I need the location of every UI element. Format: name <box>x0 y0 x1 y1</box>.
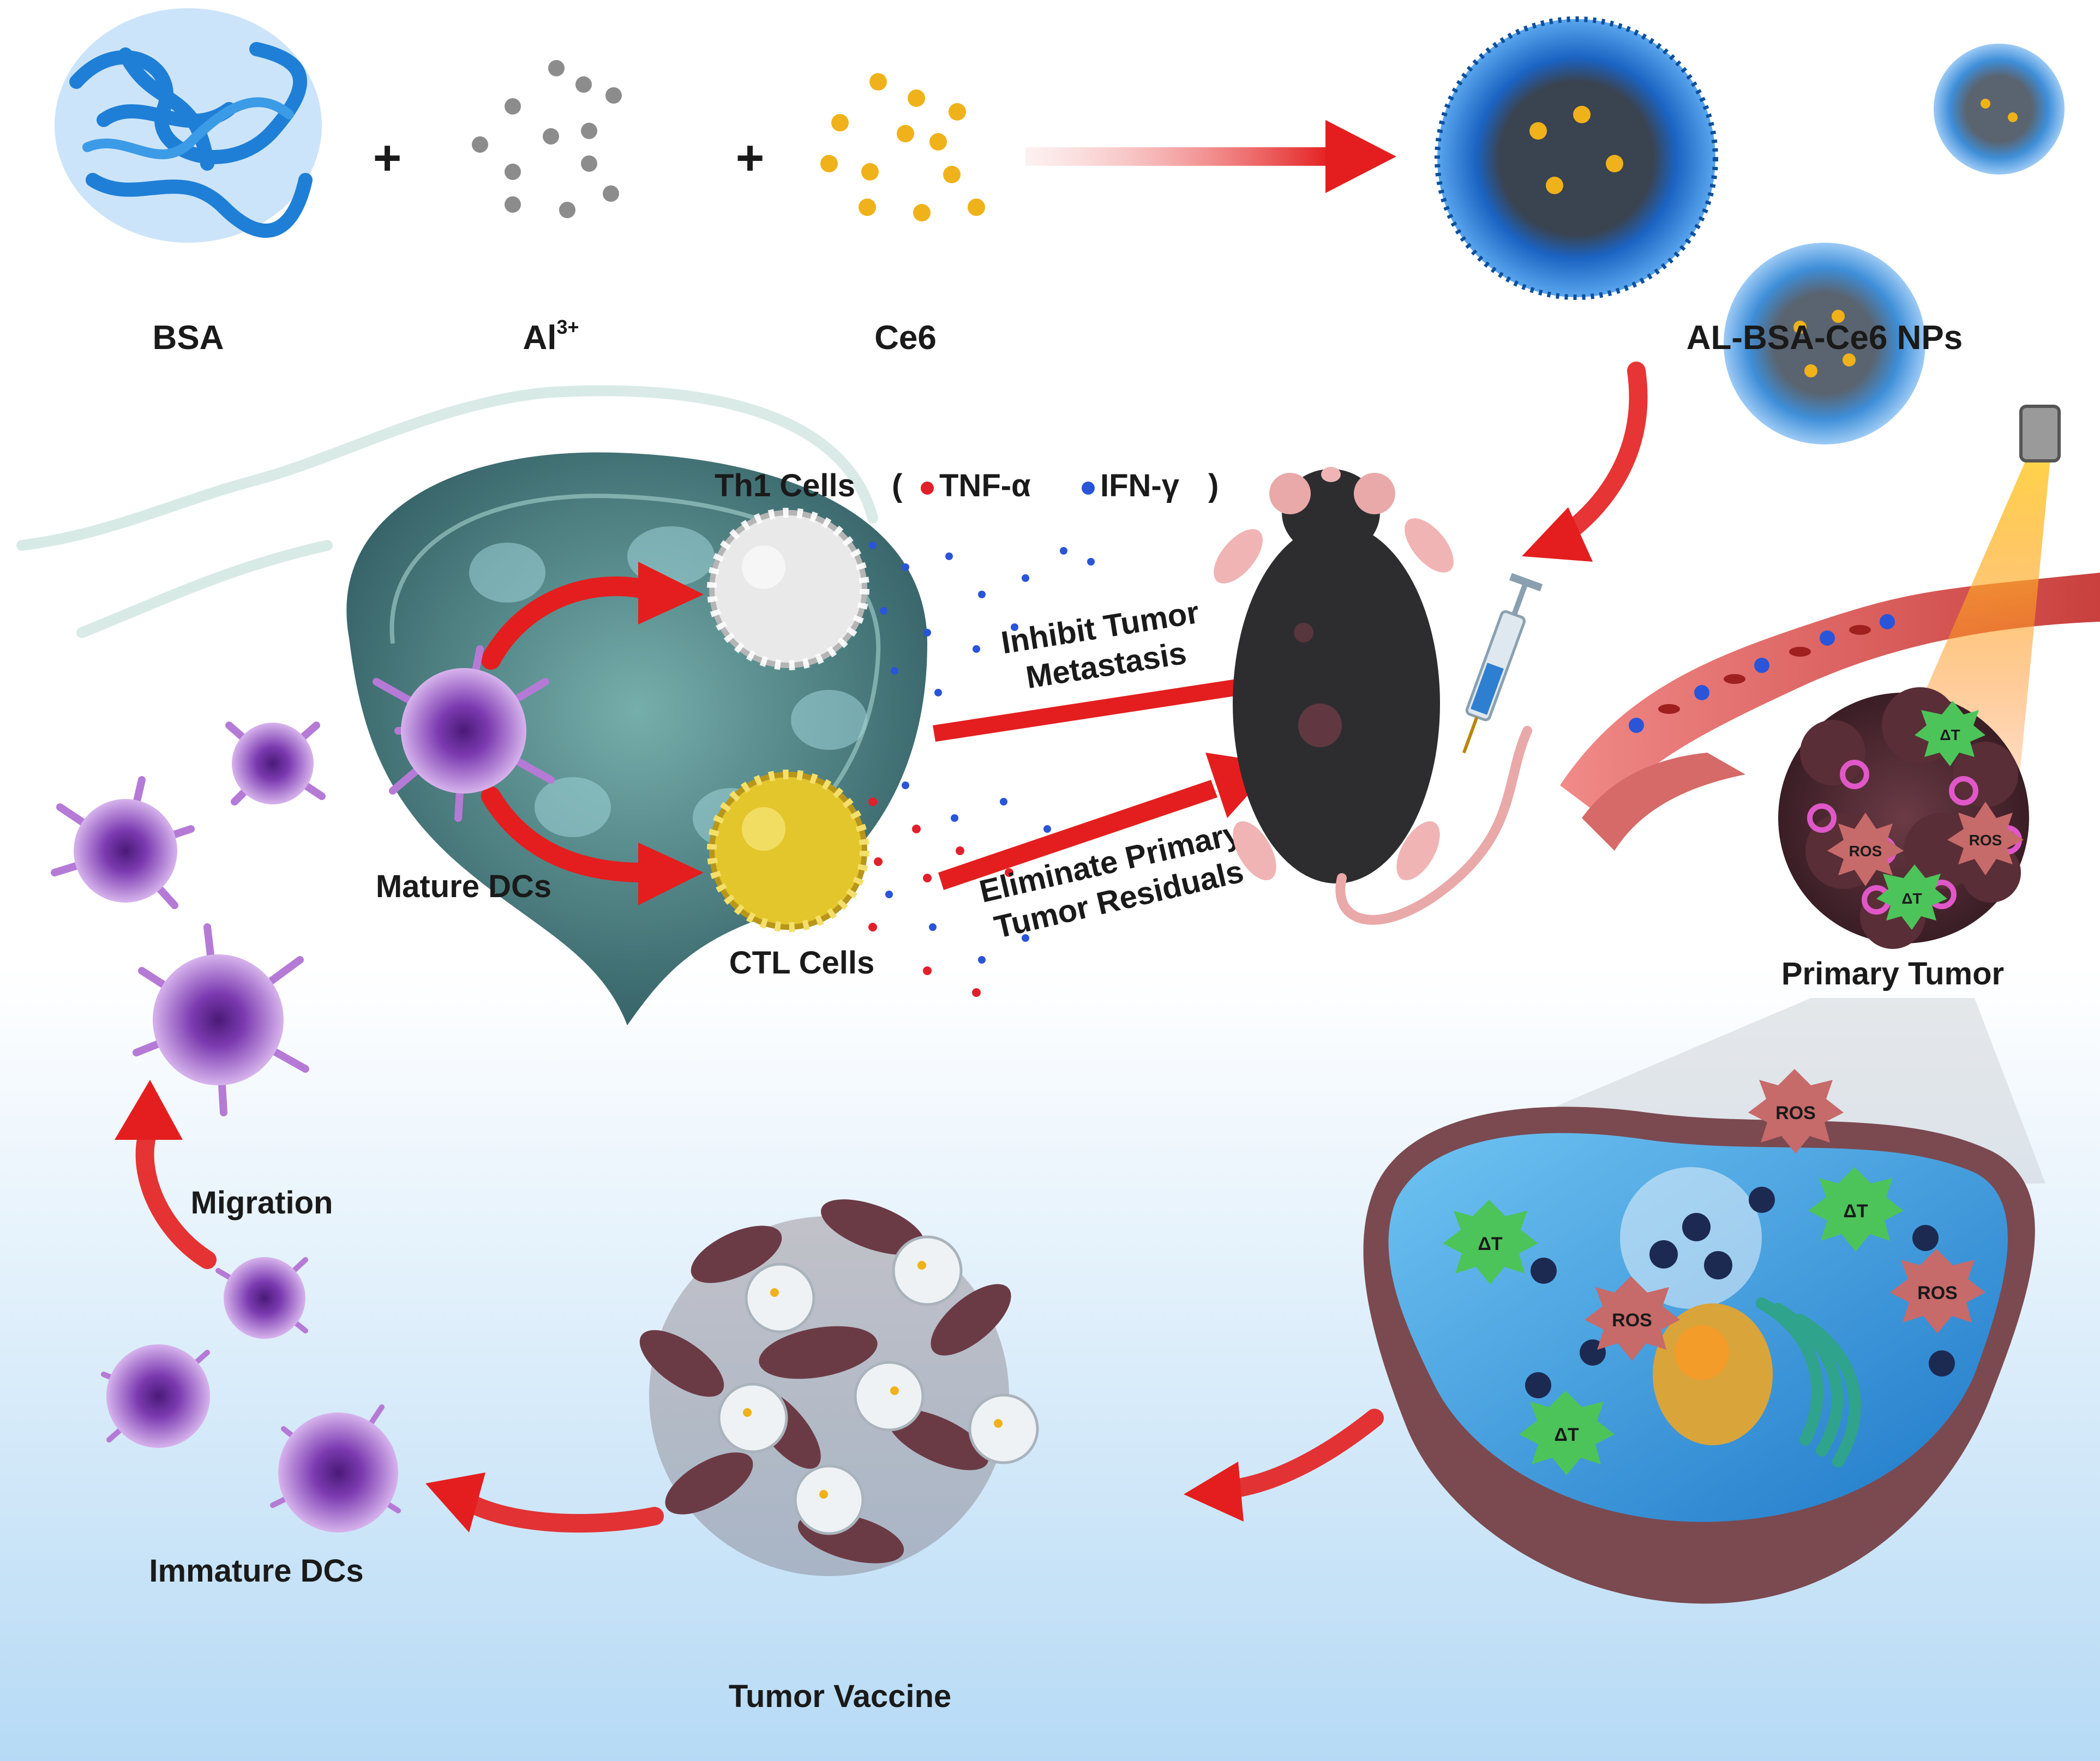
tumor-ros-label-2: ROS <box>1969 832 2002 849</box>
syringe-icon <box>1462 573 1543 754</box>
immature-dcs-label: Immature DCs <box>149 1553 363 1589</box>
tumor-ros-badge-1: ROS <box>1827 813 1904 886</box>
cell-delta-t-label-1: ΔT <box>1478 1234 1502 1254</box>
immature-dcs-icon <box>101 1257 401 1532</box>
th1-cells-label: Th1 Cells <box>715 468 855 503</box>
cytokine-dots <box>868 542 1095 997</box>
activation-arrows <box>481 562 704 905</box>
ce6-molecules-icon <box>820 73 985 221</box>
cell-ros-badge-1: ROS <box>1748 1069 1844 1153</box>
mature-dc-icon <box>373 645 555 822</box>
ifn-legend-dot <box>1082 482 1095 495</box>
cell-delta-t-label-2: ΔT <box>1843 1201 1868 1222</box>
cell-delta-t-badge-3: ΔT <box>1519 1391 1615 1475</box>
legend-open-paren: ( <box>892 468 903 503</box>
ctl-cells-label: CTL Cells <box>729 945 874 981</box>
bsa-label: BSA <box>153 319 224 357</box>
mature-dcs-label: Mature DCs <box>376 869 551 904</box>
migration-arrow <box>115 1080 217 1269</box>
tnf-alpha-label: TNF-α <box>939 468 1031 503</box>
cell-ros-label-3: ROS <box>1917 1283 1958 1303</box>
ce6-label: Ce6 <box>874 319 937 357</box>
ifn-gamma-label: IFN-γ <box>1100 468 1180 503</box>
cytokine-legend: Th1 Cells ( TNF-α IFN-γ ) <box>715 468 1219 503</box>
nanoparticles-label: AL-BSA-Ce6 NPs <box>1687 319 1963 357</box>
cell-ros-badge-2: ROS <box>1585 1276 1680 1361</box>
tnf-legend-dot <box>921 482 934 495</box>
release-arrow <box>1184 1409 1384 1522</box>
plus-sign-1: + <box>373 131 402 185</box>
uptake-arrow <box>425 1472 664 1533</box>
al-ions-icon <box>472 60 622 218</box>
tumor-ros-badge-2: ROS <box>1947 802 2024 875</box>
cell-ros-badge-3: ROS <box>1890 1249 1985 1333</box>
legend-close-paren: ) <box>1208 468 1219 503</box>
primary-tumor-label: Primary Tumor <box>1781 956 2004 991</box>
tumor-vaccine-icon <box>639 1199 1039 1576</box>
migrated-dcs-icon <box>51 722 326 1116</box>
ctl-cell-icon <box>707 770 869 932</box>
cell-delta-t-badge-1: ΔT <box>1443 1200 1538 1284</box>
lymphatic-vessels <box>16 385 878 638</box>
tumor-delta-t-badge-2: ΔT <box>1876 864 1947 930</box>
synthesis-arrow <box>1025 120 1396 193</box>
cell-delta-t-label-3: ΔT <box>1554 1425 1579 1445</box>
plus-sign-2: + <box>736 131 765 185</box>
tumor-vaccine-label: Tumor Vaccine <box>729 1679 951 1714</box>
tumor-delta-t-label-1: ΔT <box>1940 726 1960 743</box>
al-ion-label: Al3+ <box>523 316 579 357</box>
cell-ros-label-1: ROS <box>1775 1103 1816 1123</box>
injection-arrow <box>1522 362 1648 562</box>
tumor-delta-t-badge-1: ΔT <box>1915 701 1985 766</box>
cell-ros-label-2: ROS <box>1612 1310 1652 1331</box>
tumor-delta-t-label-2: ΔT <box>1901 890 1922 907</box>
th1-cell-icon <box>707 508 869 670</box>
al-bsa-ce6-nanoparticles-icon <box>1435 16 2065 444</box>
tumor-ros-label-1: ROS <box>1849 843 1882 860</box>
migration-label: Migration <box>191 1185 333 1221</box>
mouse-icon <box>1214 467 1532 925</box>
cell-delta-t-badge-2: ΔT <box>1808 1167 1904 1252</box>
bsa-protein-icon <box>55 8 322 243</box>
